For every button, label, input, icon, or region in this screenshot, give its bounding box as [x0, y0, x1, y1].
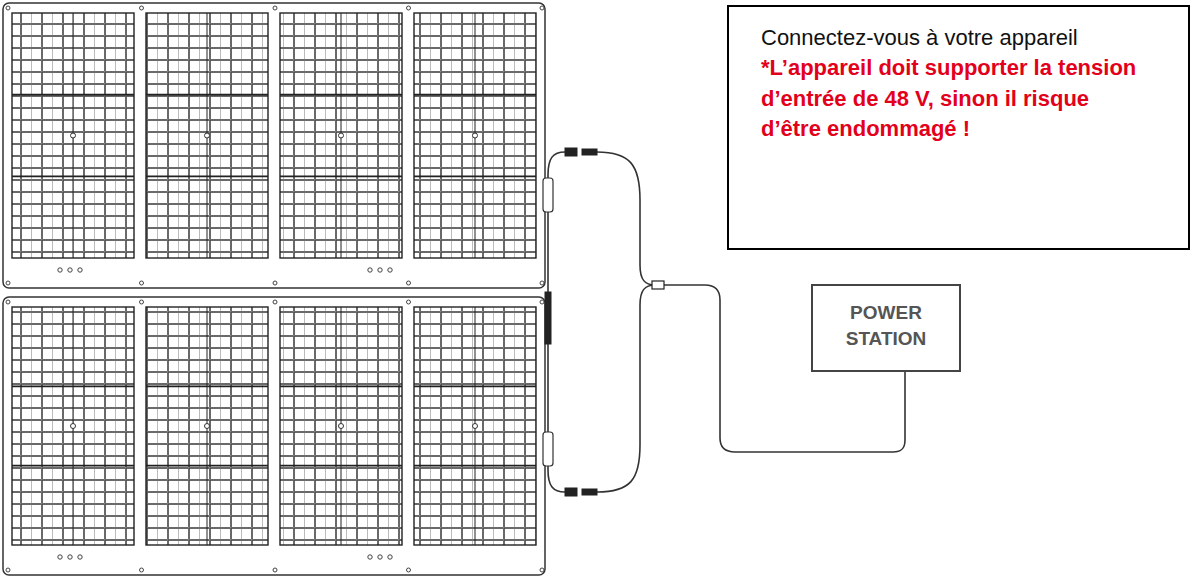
solar-panels [3, 3, 545, 575]
callout-box: Connectez-vous à votre appareil*L’appare… [727, 5, 1190, 250]
warning-text: *L’appareil doit supporter la tension d’… [761, 53, 1141, 144]
device-box: POWER STATION [811, 284, 961, 372]
device-label: POWER STATION [831, 300, 941, 352]
note-text: Connectez-vous à votre appareil [761, 23, 1091, 53]
fuses [543, 178, 553, 466]
connectors [545, 148, 664, 496]
